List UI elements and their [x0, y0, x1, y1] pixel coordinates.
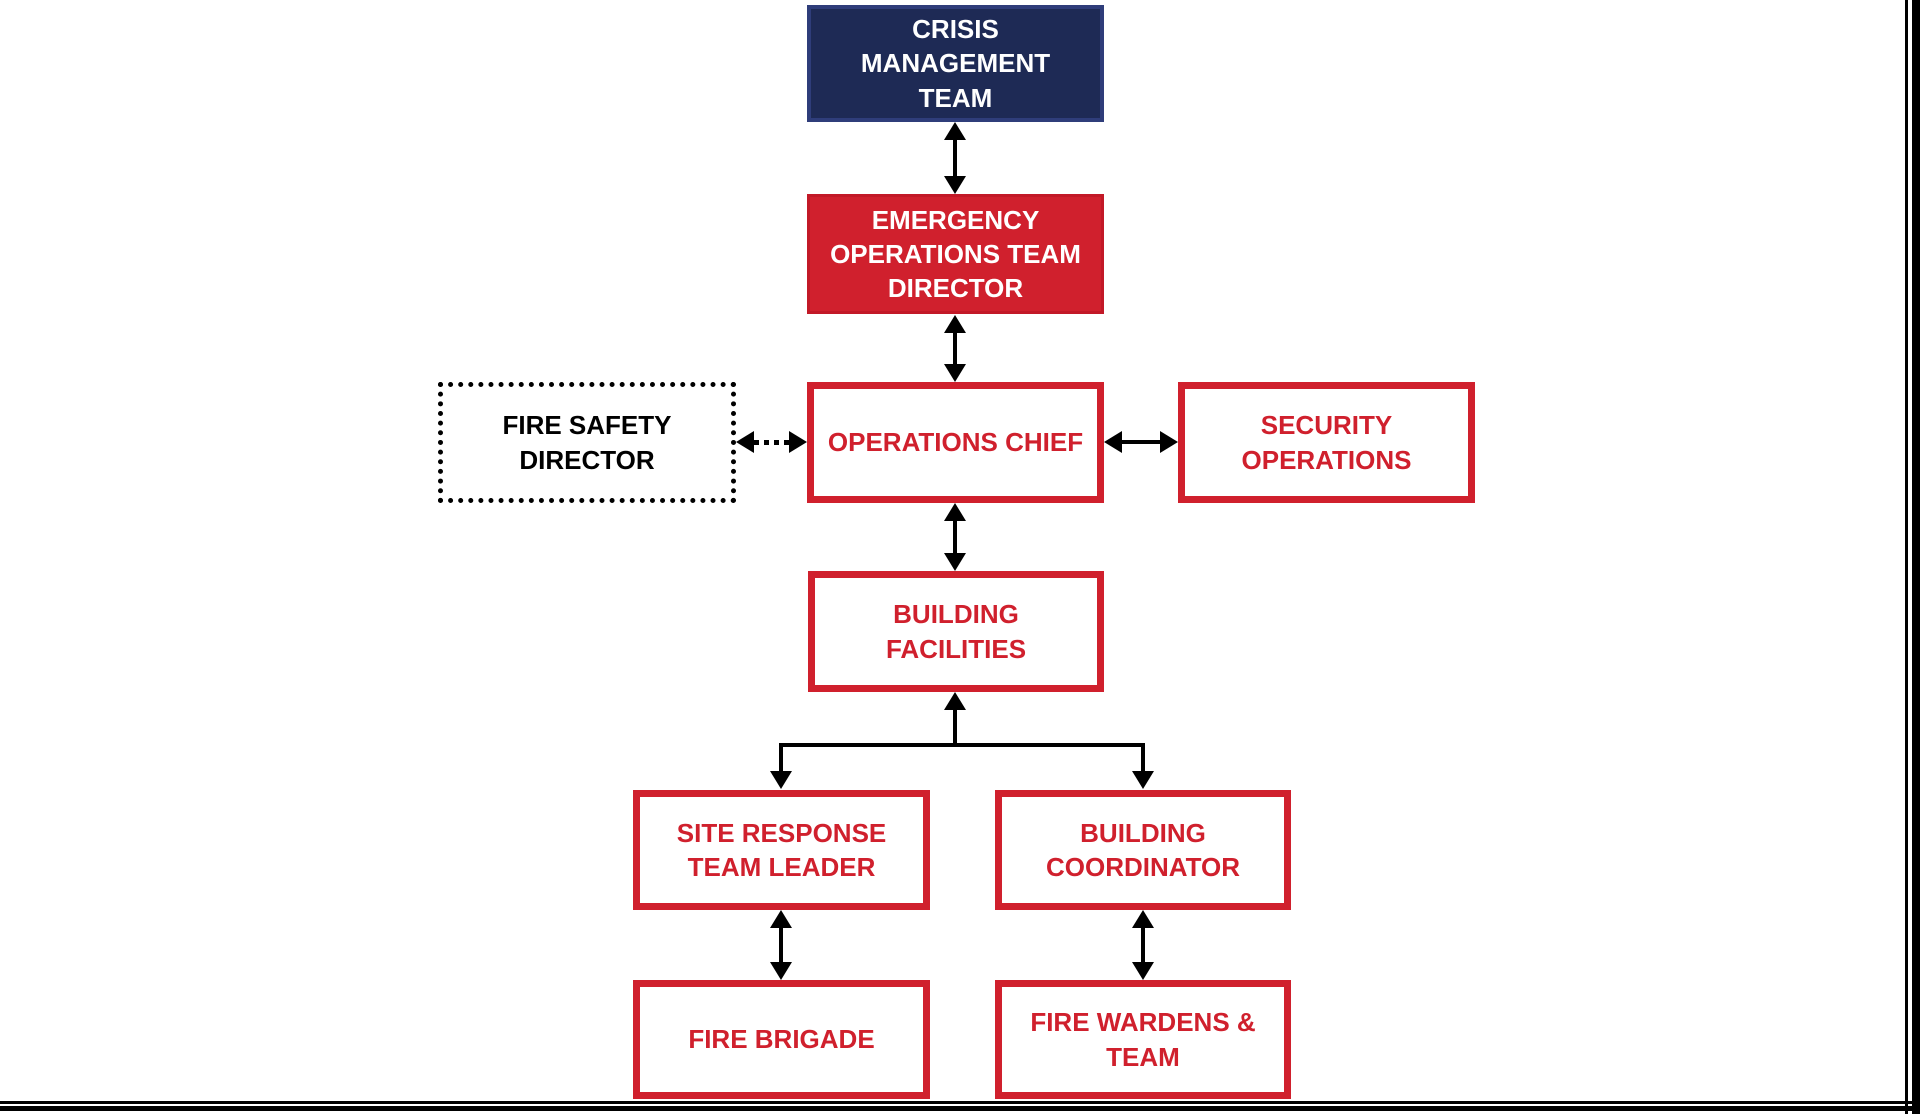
- node-label: BUILDING FACILITIES: [885, 599, 1027, 664]
- arrow-shaft: [779, 928, 783, 962]
- node-emergency-operations-team-director: EMERGENCY OPERATIONS TEAM DIRECTOR: [807, 194, 1104, 314]
- branch-connector-stem: [953, 708, 957, 747]
- arrow-eot-director-to-operations-chief: [944, 315, 966, 382]
- arrowhead-down-icon: [944, 176, 966, 194]
- arrowhead-down-icon: [944, 364, 966, 382]
- node-label: CRISIS MANAGEMENT TEAM: [860, 14, 1051, 113]
- arrowhead-up-icon: [944, 692, 966, 710]
- arrowhead-up-icon: [944, 503, 966, 521]
- arrow-shaft: [953, 333, 957, 364]
- arrowhead-left-icon: [736, 431, 754, 453]
- arrow-site-response-to-fire-brigade: [770, 910, 792, 980]
- arrow-shaft: [1141, 928, 1145, 962]
- slide-edge-right-thin: [1905, 0, 1908, 1114]
- node-fire-brigade: FIRE BRIGADE: [633, 980, 930, 1099]
- slide-edge-right-thick: [1912, 0, 1920, 1114]
- arrowhead-down-icon: [944, 553, 966, 571]
- arrowhead-down-icon: [770, 962, 792, 980]
- node-security-operations: SECURITY OPERATIONS: [1178, 382, 1475, 503]
- branch-connector-left-drop: [779, 743, 783, 773]
- node-crisis-management-team: CRISIS MANAGEMENT TEAM: [807, 5, 1104, 122]
- arrowhead-down-icon: [1132, 962, 1154, 980]
- branch-connector-right-drop: [1141, 743, 1145, 773]
- arrow-shaft: [1122, 440, 1160, 444]
- arrowhead-down-icon: [1132, 771, 1154, 789]
- arrow-shaft-dotted: [754, 439, 789, 445]
- node-label: EMERGENCY OPERATIONS TEAM DIRECTOR: [830, 204, 1081, 304]
- node-label: FIRE SAFETY DIRECTOR: [502, 410, 672, 475]
- node-building-coordinator: BUILDING COORDINATOR: [995, 790, 1291, 910]
- node-site-response-team-leader: SITE RESPONSE TEAM LEADER: [633, 790, 930, 910]
- node-fire-safety-director: FIRE SAFETY DIRECTOR: [438, 382, 736, 503]
- node-building-facilities: BUILDING FACILITIES: [808, 571, 1104, 692]
- node-label: FIRE BRIGADE: [688, 1024, 875, 1055]
- arrow-building-coordinator-to-fire-wardens: [1132, 910, 1154, 980]
- arrow-fire-safety-director-to-operations-chief-dotted: [736, 431, 807, 453]
- arrowhead-right-icon: [1160, 431, 1178, 453]
- branch-connector-horizontal: [779, 743, 1145, 747]
- arrow-operations-chief-to-security-operations: [1104, 431, 1178, 453]
- arrowhead-left-icon: [1104, 431, 1122, 453]
- arrow-shaft: [953, 140, 957, 176]
- node-label: BUILDING COORDINATOR: [1045, 817, 1241, 882]
- arrow-shaft: [953, 521, 957, 553]
- arrow-operations-chief-to-building-facilities: [944, 503, 966, 571]
- arrowhead-up-icon: [1132, 910, 1154, 928]
- slide-edge-bottom-thick: [0, 1106, 1920, 1111]
- arrowhead-up-icon: [944, 315, 966, 333]
- arrowhead-down-icon: [770, 771, 792, 789]
- arrowhead-up-icon: [944, 122, 966, 140]
- node-fire-wardens-team: FIRE WARDENS & TEAM: [995, 980, 1291, 1099]
- arrowhead-right-icon: [789, 431, 807, 453]
- arrow-crisis-to-eot-director: [944, 122, 966, 194]
- arrowhead-up-icon: [770, 910, 792, 928]
- node-label: OPERATIONS CHIEF: [827, 427, 1084, 458]
- slide-edge-bottom-thin: [0, 1101, 1920, 1104]
- node-label: FIRE WARDENS & TEAM: [1030, 1007, 1256, 1072]
- node-operations-chief: OPERATIONS CHIEF: [807, 382, 1104, 503]
- node-label: SITE RESPONSE TEAM LEADER: [676, 817, 887, 882]
- node-label: SECURITY OPERATIONS: [1241, 410, 1412, 475]
